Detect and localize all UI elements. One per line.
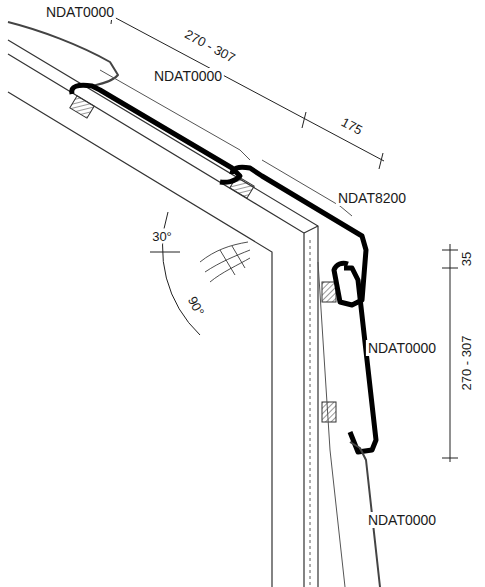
batten — [70, 96, 94, 118]
angle-ref-line — [150, 252, 180, 253]
part-label: NDAT0000 — [44, 4, 116, 20]
dimension-line — [450, 244, 451, 462]
dim-tick — [442, 268, 458, 269]
dim-tick — [442, 250, 458, 251]
dimension-label: 270 - 307 — [180, 26, 239, 67]
corner-line — [304, 226, 318, 233]
dimension-label: 270 - 307 — [459, 334, 474, 393]
dim-tick — [379, 153, 383, 169]
tile-outline — [318, 262, 330, 450]
part-label: NDAT0000 — [366, 340, 438, 356]
dimension-label: 90° — [184, 292, 208, 320]
dim-tick — [302, 112, 306, 128]
rafter-lines — [8, 40, 318, 587]
part-label: NDAT0000 — [152, 68, 224, 84]
tile-outline — [262, 160, 352, 216]
roof-board-inner — [8, 54, 304, 587]
roof-board-outer — [8, 40, 318, 587]
dimension-label: 175 — [337, 113, 367, 138]
batten — [322, 282, 336, 302]
dimension-line — [112, 16, 384, 161]
ridge-tile-ndat8200 — [232, 167, 366, 305]
tile-top — [8, 22, 118, 86]
tile-ndat0000-vertical — [344, 268, 376, 452]
tiles — [8, 22, 380, 587]
slope-symbol — [200, 242, 250, 282]
dimension-label: 30° — [150, 229, 174, 244]
angle-marks — [150, 212, 250, 335]
part-label: NDAT8200 — [336, 190, 408, 206]
membrane-line — [310, 240, 311, 587]
dim-tick — [442, 458, 458, 459]
tile-outline — [330, 450, 345, 587]
batten — [322, 402, 336, 422]
battens — [70, 96, 336, 422]
tile-ndat0000 — [72, 85, 240, 182]
tile-outlines — [100, 70, 352, 587]
dimension-label: 35 — [459, 250, 474, 268]
dimension-lines — [111, 8, 458, 462]
part-label: NDAT0000 — [366, 512, 438, 528]
